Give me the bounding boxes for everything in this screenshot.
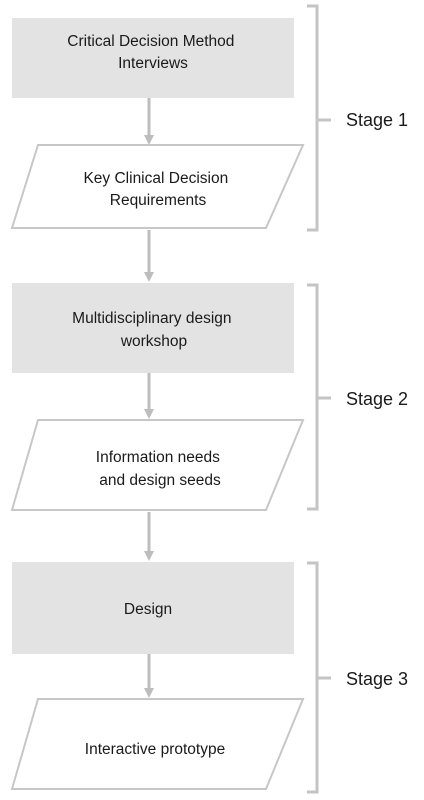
process-box	[12, 18, 294, 98]
node-multidisciplinary-design-workshop: Multidisciplinary design workshop	[12, 283, 294, 373]
node-line: Critical Decision Method	[67, 33, 234, 50]
stage-2-group: Stage 2	[307, 283, 408, 511]
stage-1-label: Stage 1	[346, 110, 408, 130]
node-text: Critical Decision Method Interviews	[67, 33, 238, 72]
stage-3-label: Stage 3	[346, 669, 408, 689]
node-line: Interactive prototype	[85, 741, 225, 758]
node-information-needs-and-design-seeds: Information needs and design seeds	[10, 419, 305, 511]
node-text: Key Clinical Decision Requirements	[83, 170, 232, 209]
node-text: Interactive prototype	[85, 741, 225, 758]
process-box	[12, 283, 294, 373]
node-critical-decision-method-interviews: Critical Decision Method Interviews	[12, 18, 294, 98]
node-text: Design	[124, 601, 172, 618]
node-line: Interviews	[118, 55, 188, 72]
stage-3-bracket	[307, 561, 331, 794]
node-line: Multidisciplinary design	[72, 310, 231, 327]
node-line: Key Clinical Decision	[83, 170, 228, 187]
stage-1-group: Stage 1	[307, 4, 408, 232]
node-line: Design	[124, 601, 172, 618]
stage-2-bracket	[307, 283, 331, 511]
node-key-clinical-decision-requirements: Key Clinical Decision Requirements	[10, 144, 305, 229]
node-line: Requirements	[110, 192, 207, 209]
stage-3-group: Stage 3	[307, 561, 408, 794]
node-line: Information needs	[96, 449, 220, 466]
node-line: and design seeds	[99, 472, 221, 489]
io-parallelogram	[10, 698, 305, 790]
node-design: Design	[12, 562, 294, 654]
io-parallelogram	[10, 144, 305, 229]
process-box	[12, 562, 294, 654]
node-interactive-prototype: Interactive prototype	[10, 698, 305, 790]
stage-1-bracket	[307, 4, 331, 232]
node-line: workshop	[120, 333, 187, 350]
stage-2-label: Stage 2	[346, 389, 408, 409]
io-parallelogram	[10, 419, 305, 511]
node-text: Information needs and design seeds	[96, 449, 224, 489]
node-text: Multidisciplinary design workshop	[72, 310, 236, 350]
